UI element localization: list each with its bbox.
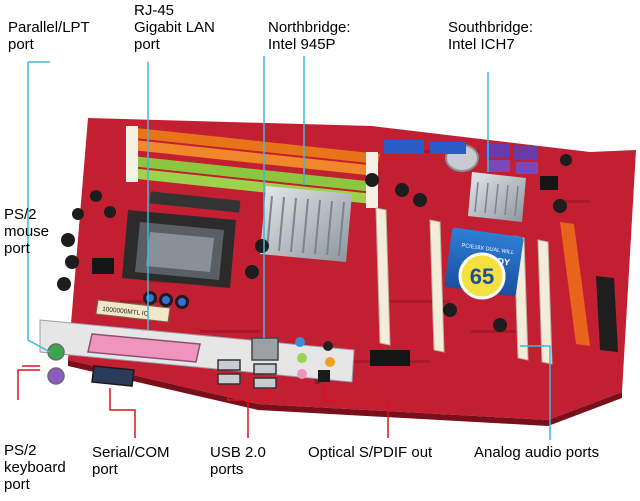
usb-port: [217, 373, 241, 385]
label-southbridge: Southbridge: Intel ICH7: [448, 19, 534, 53]
audio-jack-black: [323, 341, 333, 351]
ide-connector: [596, 276, 618, 352]
cpu-socket: [122, 191, 241, 288]
label-northbridge: Northbridge: Intel 945P: [268, 19, 351, 53]
usb-port: [217, 359, 241, 371]
label-usb-ports: USB 2.0 ports: [210, 444, 266, 478]
storage-connectors: [384, 140, 538, 174]
audio-jack-pink: [297, 369, 307, 379]
leader-lines-red: [17, 365, 389, 438]
northbridge-heatsink: [260, 186, 352, 262]
serial-port: [91, 365, 135, 387]
label-analog-audio: Analog audio ports: [474, 444, 600, 461]
leader-lines-cyan: [27, 56, 551, 440]
label-ps2-mouse-port: PS/2 mouse port: [4, 206, 50, 257]
parallel-port: [87, 333, 201, 363]
io-panel: SP: [39, 319, 355, 389]
ps2-mouse-port: [47, 343, 65, 361]
audio-jack-lime: [297, 353, 307, 363]
southbridge-heatsink: [468, 172, 526, 222]
pcb-shadow-edge: [68, 360, 622, 426]
ps2-keyboard-port: [47, 367, 65, 385]
pcie-x16-slot: [560, 222, 590, 346]
ps2-header: 1000000MTL IC: [95, 299, 171, 323]
usb-port: [253, 377, 277, 389]
label-serial-port: Serial/COM port: [92, 444, 170, 478]
label-parallel-port: Parallel/LPT port: [8, 19, 90, 53]
ready-badge-number: 65: [470, 264, 494, 289]
ready-badge: PCIE16X DUAL WILL READY 65: [444, 227, 524, 300]
label-ps2-keyboard-port: PS/2 keyboard port: [4, 442, 66, 493]
label-rj45-port: RJ-45 Gigabit LAN port: [134, 2, 215, 53]
usb-port: [253, 363, 277, 375]
spdif-marking: SP: [314, 380, 322, 386]
label-optical-spdif: Optical S/PDIF out: [308, 444, 433, 461]
audio-jack-orange: [325, 357, 335, 367]
capacitors: [57, 154, 572, 332]
optical-spdif-port: [318, 370, 330, 382]
rj45-port: [251, 337, 279, 361]
ps2-header-marking: 1000000MTL IC: [102, 306, 149, 318]
audio-jack-blue: [295, 337, 305, 347]
